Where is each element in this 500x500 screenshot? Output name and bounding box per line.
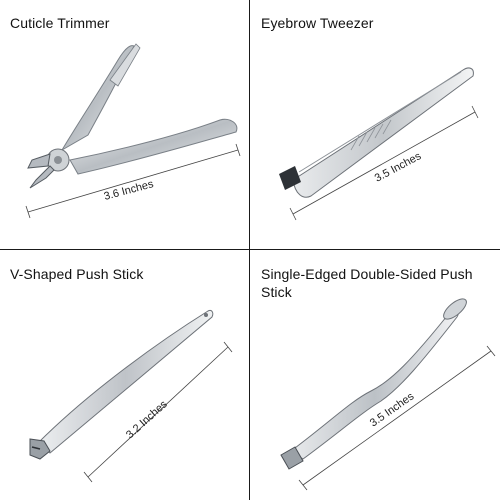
measure-tick-end [223,341,233,353]
horizontal-divider [0,249,500,250]
measure-tick-start [298,479,308,491]
panel-cuticle-trimmer: Cuticle Trimmer 3.6 [0,0,249,249]
tweezer-tip [279,166,301,190]
blade-end [280,446,304,470]
stick-body [37,310,214,454]
spring [109,43,141,87]
vertical-divider [249,0,250,500]
measurement-label: 3.2 Inches [124,398,170,441]
measure-tick-end [486,345,496,357]
hanging-hole [204,313,208,317]
measure-tick-start [83,471,93,483]
eyebrow-tweezer-illustration: 3.5 Inches [279,67,479,221]
panel-eyebrow-tweezer: Eyebrow Tweezer [251,0,500,249]
grip-pattern [350,119,392,151]
measure-tick-start [25,205,31,219]
lower-jaw [29,165,55,189]
measure-line [27,149,239,213]
tweezer-body [292,67,474,198]
tweezer-seam [298,71,462,173]
measure-tick-start [289,207,297,221]
measurement-label: 3.6 Inches [103,178,156,203]
double-sided-push-stick-illustration: 3.5 Inches [280,298,496,491]
panel-v-shaped-push-stick: V-Shaped Push Stick 3.2 Inches [0,251,249,500]
stick-body [290,308,459,460]
pivot-screw [54,156,62,164]
cuticle-trimmer-illustration: 3.6 Inches [25,43,241,219]
measure-line [87,346,229,478]
panel-title: Eyebrow Tweezer [261,15,374,31]
measure-tick-end [235,143,241,157]
measure-line [292,111,476,215]
measure-tick-end [471,105,479,119]
panel-double-sided-push-stick: Single-Edged Double-Sided Push Stick 3.5… [251,251,500,500]
measure-line [302,350,492,486]
v-shaped-push-stick-illustration: 3.2 Inches [29,310,233,483]
panel-title: Single-Edged Double-Sided Push Stick [261,266,473,300]
v-notch [31,446,41,450]
lower-handle [69,118,238,175]
upper-jaw [27,153,51,169]
panel-title: Cuticle Trimmer [10,15,110,31]
panel-title: V-Shaped Push Stick [10,266,144,282]
spoon-end [443,298,467,320]
